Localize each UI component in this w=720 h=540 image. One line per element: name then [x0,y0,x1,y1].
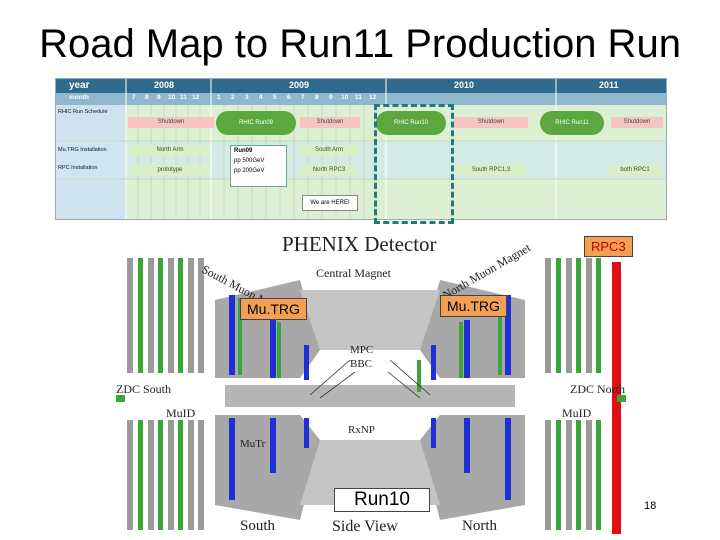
shutdown-arrow: Shutdown [454,117,528,128]
month-label: 7 [132,94,136,101]
current-period-highlight [374,104,454,224]
mutrg-left-tag: Mu.TRG [240,298,307,320]
mpc-label: MPC [350,344,374,356]
month-label: 7 [301,94,305,101]
month-label: 10 [168,94,176,101]
central-magnet-top [300,290,440,350]
north-detector-planes [545,258,601,530]
month-label: 5 [273,94,277,101]
central-magnet-label: Central Magnet [316,266,391,280]
rpc-north-arrow: North RPC3 [300,165,358,176]
month-label: 2 [231,94,235,101]
zdc-north-label: ZDC North [570,382,625,396]
rpc3-tag: RPC3 [584,236,633,257]
year-2009: 2009 [289,80,310,90]
year-header: year [69,80,90,91]
month-label: 10 [341,94,349,101]
zdc-south [116,395,125,402]
we-are-here-box: We are HERE! [302,195,358,211]
mutr-label: MuTr [240,438,266,450]
roadmap-table: year month 2008 2009 2010 2011 7 8 9 10 … [55,78,667,220]
side-view-label: Side View [332,518,398,535]
year-2010: 2010 [454,80,475,90]
row-label: RHIC Run Schedule [58,109,108,115]
month-label: 11 [355,94,362,101]
mutrg-south-arrow: South Arm [300,145,358,156]
muid-south-label: MuID [166,406,196,420]
run10-tag: Run10 [334,488,430,512]
month-label: 8 [145,94,149,101]
month-label: 3 [245,94,249,101]
run09-line: pp 200GeV [234,168,265,174]
month-label: 12 [192,94,200,101]
run09-line: pp 500GeV [234,158,265,164]
beam-pipe-region [225,385,515,407]
rxnp-label: RxNP [348,424,375,436]
month-label: 8 [315,94,319,101]
month-label: 4 [259,94,263,101]
run10-pill: RHIC Run10 [376,111,446,135]
north-label: North [462,518,497,534]
rpc3-bar [612,262,621,534]
south-muon-magnet-bottom [215,415,320,520]
month-label: 9 [157,94,161,101]
row-label: RPC Installation [58,165,98,171]
run11-pill: RHIC Run11 [540,111,604,135]
month-label: 6 [287,94,291,101]
page-number: 18 [644,500,657,512]
shutdown-arrow: Shutdown [611,117,663,128]
shutdown-arrow: Shutdown [128,117,214,128]
lead-lines [309,359,431,399]
muid-north-label: MuID [562,406,592,420]
mutr-planes [229,295,511,500]
month-label: 9 [329,94,333,101]
mutrg-north-arrow: North Arm [130,145,210,156]
run09-title: Run09 [234,148,253,154]
month-label: 12 [369,94,377,101]
row-label: Mu.TRG Installation [58,147,107,153]
rpc-prototype-arrow: prototype [130,165,210,176]
month-label: 1 [217,94,221,101]
shutdown-arrow: Shutdown [300,117,360,128]
zdc-south-label: ZDC South [116,382,172,396]
rpc-south-arrow: South RPC1,3 [456,165,526,176]
north-muon-magnet-bottom [420,415,525,520]
mutrg-planes [238,298,502,392]
south-label: South [240,518,276,534]
slide-title: Road Map to Run11 Production Run [39,22,681,66]
bbc-label: BBC [350,358,373,370]
year-2008: 2008 [154,80,175,90]
run09-pill: RHIC Run09 [216,111,296,135]
run09-box: Run09 pp 500GeV pp 200GeV [230,145,287,187]
month-label: 11 [180,94,187,101]
rpc-both-arrow: both RPC1 [608,165,662,176]
year-2011: 2011 [599,80,619,90]
zdc-north [617,395,626,402]
phenix-heading: PHENIX Detector [282,232,437,256]
month-header: month [69,94,89,101]
mutrg-right-tag: Mu.TRG [440,295,507,317]
south-detector-planes [127,258,204,530]
